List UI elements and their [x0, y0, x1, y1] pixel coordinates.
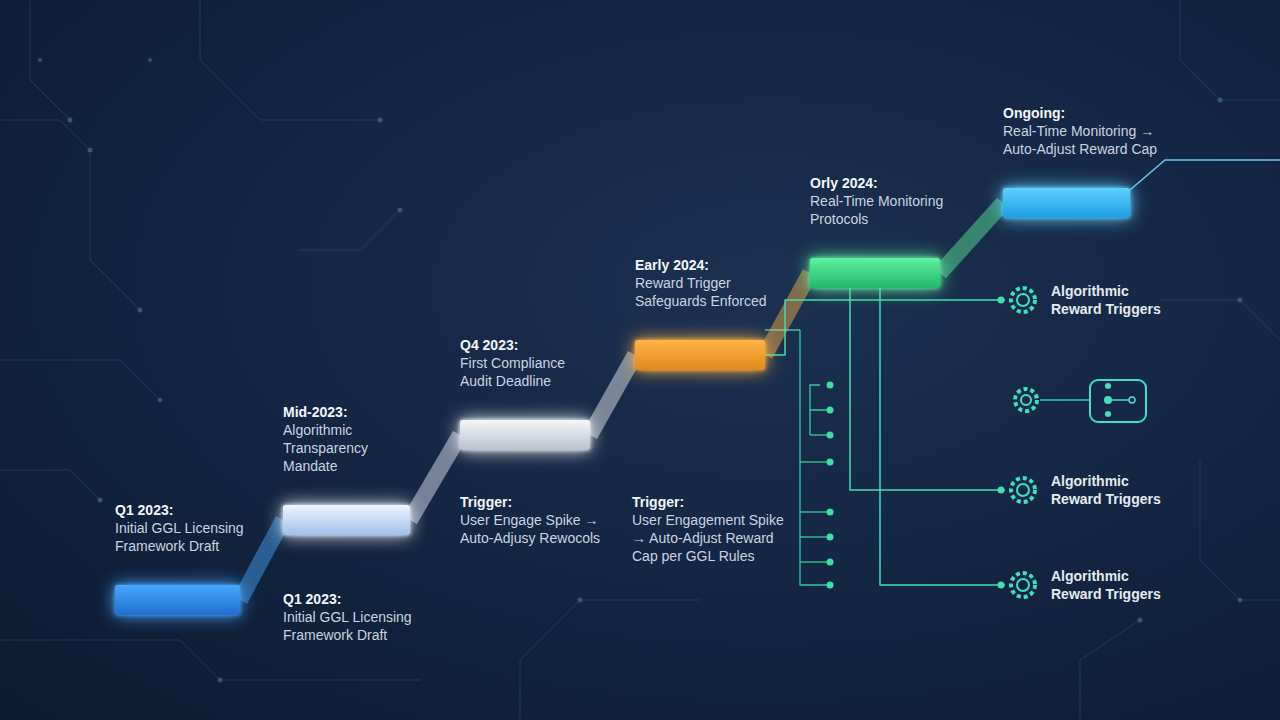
timeline-step: Early 2024:Reward Trigger Safeguards Enf…: [635, 340, 765, 370]
circuit-dots: [38, 58, 1243, 683]
timeline-step: Orly 2024:Real-Time Monitoring Protocols: [810, 258, 940, 288]
connector: [940, 203, 1003, 273]
step-date: Ongoing:: [1003, 104, 1173, 122]
connector-line: [765, 273, 810, 355]
connector: [765, 273, 810, 355]
note-label: Trigger:: [460, 493, 610, 511]
timeline-step: Ongoing:Real-Time Monitoring → Auto-Adju…: [1003, 188, 1130, 218]
timeline-step: Q1 2023:Initial GGL Licensing Framework …: [115, 585, 240, 615]
note-label: Q1 2023:: [283, 590, 433, 608]
step-description: Reward Trigger Safeguards Enforced: [635, 274, 785, 310]
connector: [765, 297, 1005, 356]
connector: [880, 288, 1005, 589]
connector-dot: [998, 297, 1005, 304]
step-date: Early 2024:: [635, 256, 785, 274]
connector-line: [940, 203, 1003, 273]
module-label: Algorithmic Reward Triggers: [1051, 282, 1171, 318]
connector-line: [590, 355, 635, 435]
connector-line: [240, 520, 283, 600]
step-description: Real-Time Monitoring → Auto-Adjust Rewar…: [1003, 122, 1173, 158]
trigger-module: Algorithmic Reward Triggers: [1005, 565, 1180, 605]
connector: [240, 520, 283, 600]
note-label: Initial GGL Licensing Framework Draft: [283, 608, 433, 644]
connector-dot: [998, 487, 1005, 494]
gear-icon: [1005, 472, 1041, 508]
gear-module-icon: [1015, 380, 1146, 422]
trigger-module: Algorithmic Reward Triggers: [1005, 470, 1180, 510]
connector-dot: [998, 582, 1005, 589]
gear-icon: [1005, 282, 1041, 318]
step-description: Real-Time Monitoring Protocols: [810, 192, 970, 228]
connector-line: [410, 435, 460, 520]
step-date: Q4 2023:: [460, 336, 600, 354]
connector-line: [880, 288, 1005, 585]
timeline-step: Mid-2023:Algorithmic Transparency Mandat…: [283, 505, 410, 535]
connector: [590, 355, 635, 435]
step-date: Mid-2023:: [283, 403, 413, 421]
step-description: Initial GGL Licensing Framework Draft: [115, 519, 265, 555]
branch-dots: [827, 382, 834, 589]
step-description: Algorithmic Transparency Mandate: [283, 421, 413, 475]
module-label: Algorithmic Reward Triggers: [1051, 567, 1171, 603]
timeline-step: Q4 2023:First Compliance Audit Deadline: [460, 420, 590, 450]
module-label: Algorithmic Reward Triggers: [1051, 472, 1171, 508]
step-description: First Compliance Audit Deadline: [460, 354, 600, 390]
note-label: Trigger:: [632, 493, 792, 511]
branch-tree: [765, 330, 1090, 585]
note-label: User Engagement Spike → Auto-Adjust Rewa…: [632, 511, 792, 565]
gear-icon: [1005, 567, 1041, 603]
connector: [850, 288, 1005, 494]
connector-line: [850, 288, 1005, 490]
note-label: User Engage Spike → Auto-Adjusy Rewocols: [460, 511, 610, 547]
step-date: Orly 2024:: [810, 174, 970, 192]
connector-line: [765, 300, 1005, 355]
trigger-module: Algorithmic Reward Triggers: [1005, 280, 1180, 320]
step-date: Q1 2023:: [115, 501, 265, 519]
ongoing-line: [1130, 160, 1280, 190]
connector: [410, 435, 460, 520]
